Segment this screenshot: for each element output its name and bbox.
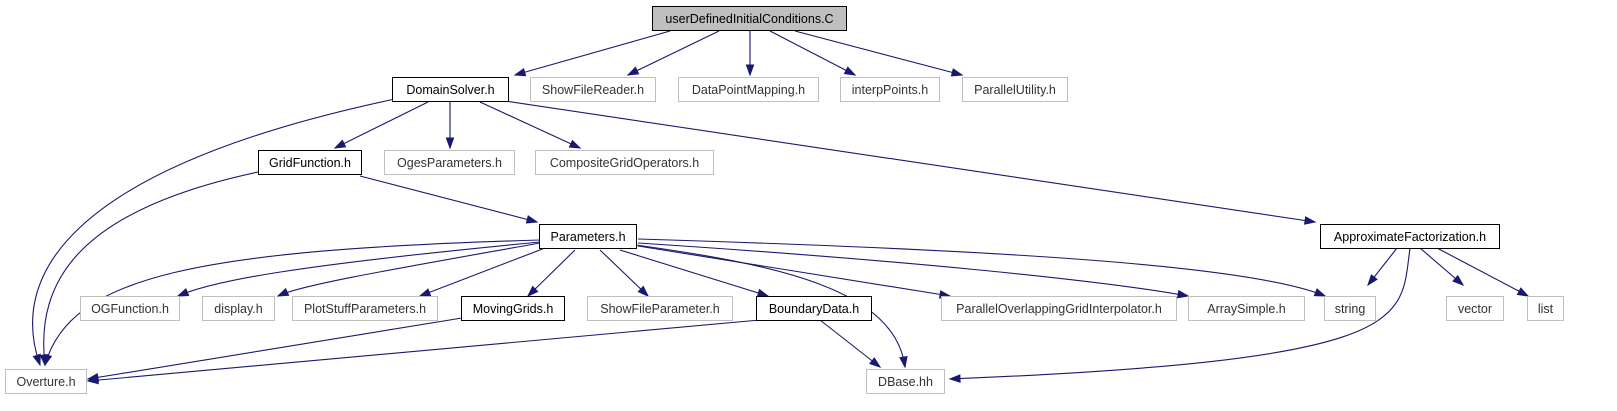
arrowhead-parameters-to-ogfunction xyxy=(176,287,190,297)
arrowhead-boundarydata-to-dbase xyxy=(869,357,882,368)
node-ogfunction[interactable]: OGFunction.h xyxy=(80,296,180,321)
edge-domainsolver-to-compositegridoperators xyxy=(479,101,581,149)
node-list[interactable]: list xyxy=(1527,296,1564,321)
node-gridfunction[interactable]: GridFunction.h xyxy=(258,150,362,175)
node-overture[interactable]: Overture.h xyxy=(5,369,87,394)
arrowhead-approximatefactorization-to-string xyxy=(1367,274,1378,287)
edge-approximatefactorization-to-dbase xyxy=(949,247,1411,380)
node-movinggrids[interactable]: MovingGrids.h xyxy=(461,296,565,321)
edge-parameters-to-plotstuffparameters xyxy=(419,247,546,297)
edge-gridfunction-to-overture xyxy=(43,171,259,366)
edge-parameters-to-string xyxy=(637,238,1326,297)
edges xyxy=(32,30,1529,382)
node-approximatefactorization[interactable]: ApproximateFactorization.h xyxy=(1320,224,1500,249)
edge-parameters-to-overture xyxy=(44,239,541,366)
edge-approximatefactorization-to-list xyxy=(1436,247,1529,297)
edge-parameters-to-showfileparameter xyxy=(599,249,649,297)
arrowhead-parameters-to-movinggrids xyxy=(526,285,539,298)
arrowhead-domainsolver-to-compositegridoperators xyxy=(568,139,582,149)
arrowhead-parameters-to-overture xyxy=(43,353,53,367)
edge-parameters-to-boundarydata xyxy=(619,249,769,297)
node-vector[interactable]: vector xyxy=(1446,296,1504,321)
arrowhead-parameters-to-arraysimple xyxy=(1176,289,1190,299)
arrowhead-parameters-to-dbase xyxy=(899,355,908,369)
edge-root-to-domainsolver xyxy=(514,30,671,76)
node-string[interactable]: string xyxy=(1324,296,1376,321)
arrowhead-root-to-domainsolver xyxy=(513,67,527,77)
edge-boundarydata-to-overture xyxy=(87,319,761,382)
node-ogesparameters[interactable]: OgesParameters.h xyxy=(384,150,515,175)
arrowhead-root-to-showfilereader xyxy=(626,66,640,76)
edge-domainsolver-to-approximatefactorization xyxy=(504,100,1316,223)
arrowhead-domainsolver-to-ogesparameters xyxy=(445,137,455,150)
node-paralleloverlappinggridinterpolator[interactable]: ParallelOverlappingGridInterpolator.h xyxy=(941,296,1177,321)
node-plotstuffparameters[interactable]: PlotStuffParameters.h xyxy=(292,296,438,321)
edge-boundarydata-to-dbase xyxy=(819,319,881,368)
node-dbase[interactable]: DBase.hh xyxy=(866,369,945,394)
edge-parameters-to-paralleloverlapping xyxy=(637,245,951,297)
node-parallelutility[interactable]: ParallelUtility.h xyxy=(962,77,1068,102)
node-interppoints[interactable]: interpPoints.h xyxy=(840,77,940,102)
arrowhead-parameters-to-string xyxy=(1313,288,1327,297)
node-userdefinedinitialconditions[interactable]: userDefinedInitialConditions.C xyxy=(652,6,847,31)
arrowhead-parameters-to-display xyxy=(276,287,290,297)
node-showfilereader[interactable]: ShowFileReader.h xyxy=(530,77,656,102)
arrowhead-root-to-parallelutility xyxy=(950,68,964,77)
edge-parameters-to-movinggrids xyxy=(527,249,576,297)
arrowhead-boundarydata-to-overture xyxy=(86,375,99,385)
node-display[interactable]: display.h xyxy=(202,296,275,321)
arrowheads xyxy=(32,64,1530,385)
arrowhead-root-to-datapointmapping xyxy=(745,64,755,77)
arrowhead-parameters-to-showfileparameter xyxy=(637,285,650,298)
arrowhead-root-to-interppoints xyxy=(843,66,857,76)
edge-parameters-to-display xyxy=(277,242,541,297)
node-parameters[interactable]: Parameters.h xyxy=(539,224,637,249)
edge-movinggrids-to-overture xyxy=(87,317,463,380)
node-compositegridoperators[interactable]: CompositeGridOperators.h xyxy=(535,150,714,175)
node-domainsolver[interactable]: DomainSolver.h xyxy=(392,77,509,102)
edge-parameters-to-dbase xyxy=(635,244,906,368)
edge-domainsolver-to-gridfunction xyxy=(334,101,429,149)
arrowhead-approximatefactorization-to-list xyxy=(1516,287,1530,297)
edge-root-to-parallelutility xyxy=(794,30,963,76)
arrowhead-approximatefactorization-to-dbase xyxy=(948,374,961,383)
arrowhead-domainsolver-to-approximatefactorization xyxy=(1303,216,1317,225)
edge-root-to-showfilereader xyxy=(627,30,720,76)
edge-parameters-to-arraysimple xyxy=(637,242,1189,297)
node-showfileparameter[interactable]: ShowFileParameter.h xyxy=(587,296,733,321)
arrowhead-domainsolver-to-overture xyxy=(32,353,41,367)
node-boundarydata[interactable]: BoundaryData.h xyxy=(756,296,872,321)
arrowhead-gridfunction-to-parameters xyxy=(525,215,539,224)
node-datapointmapping[interactable]: DataPointMapping.h xyxy=(678,77,819,102)
edge-gridfunction-to-parameters xyxy=(359,175,538,223)
arrowhead-approximatefactorization-to-vector xyxy=(1452,274,1465,286)
edge-parameters-to-ogfunction xyxy=(177,241,541,297)
node-arraysimple[interactable]: ArraySimple.h xyxy=(1188,296,1305,321)
arrowhead-domainsolver-to-gridfunction xyxy=(333,139,347,149)
edge-domainsolver-to-overture xyxy=(32,98,396,366)
edge-root-to-interppoints xyxy=(769,30,856,76)
arrowhead-parameters-to-plotstuffparameters xyxy=(418,288,432,297)
